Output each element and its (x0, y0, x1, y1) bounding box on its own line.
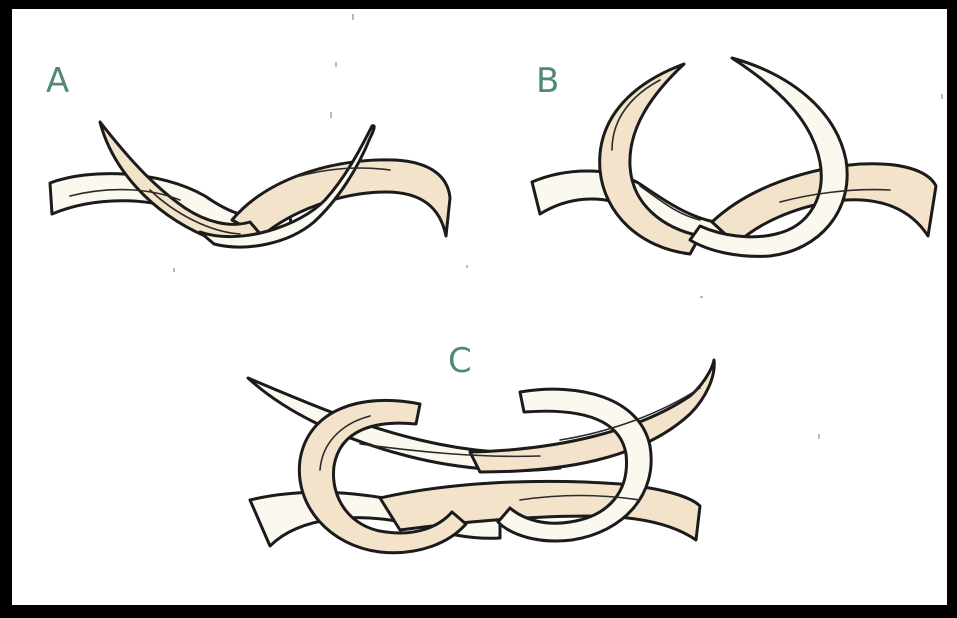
panel-c: C (248, 341, 714, 553)
panel-label-b: B (536, 61, 559, 101)
panel-c-loop-left (299, 400, 466, 552)
panel-a-rope-warm-right (232, 160, 450, 236)
panel-label-c: C (448, 341, 472, 381)
panel-a: A (46, 61, 450, 247)
panel-label-a: A (46, 61, 69, 101)
panel-b: B (532, 58, 936, 256)
